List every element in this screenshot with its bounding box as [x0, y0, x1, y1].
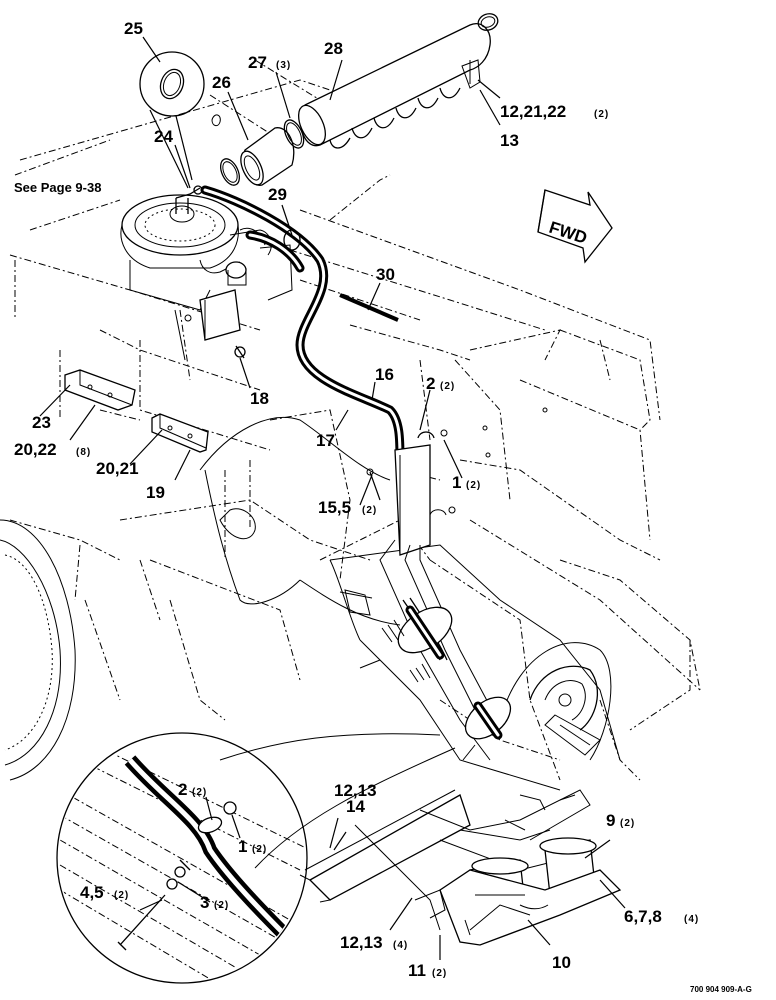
skid-plate-assembly: [299, 789, 622, 946]
callout-20-22-qty: (8): [76, 447, 91, 458]
callout-12-13-lower: 12,13: [340, 933, 383, 952]
callout-12-13-lower-qty: (4): [393, 940, 408, 951]
callout-27: 27: [248, 53, 267, 72]
detail-magnifier: [56, 732, 456, 984]
callout-2-detail-qty: (2): [192, 787, 207, 798]
callout-1-upper: 1: [452, 473, 461, 492]
callout-6-7-8: 6,7,8: [624, 907, 662, 926]
wheel-left: [0, 519, 76, 781]
callout-12-21-22-top: 12,21,22: [500, 102, 566, 121]
callout-12-21-22-top-qty: (2): [594, 109, 609, 120]
leader-lines: [39, 36, 626, 960]
callout-23: 23: [32, 413, 51, 432]
callout-11-qty: (2): [432, 968, 447, 979]
callout-30: 30: [376, 265, 395, 284]
callout-18: 18: [250, 389, 269, 408]
callout-labels: 25 26 27 (3) 28 12,21,22 (2) 13 24 29 30…: [14, 19, 752, 994]
callout-29: 29: [268, 185, 287, 204]
coupler-26: [211, 114, 305, 186]
callout-11: 11: [408, 961, 426, 980]
callout-26: 26: [212, 73, 231, 92]
callout-13-top: 13: [500, 131, 519, 150]
ring-25-detail: [139, 51, 205, 189]
wheel-right: [499, 642, 612, 761]
callout-2-upper-qty: (2): [440, 381, 455, 392]
hose-channel: [359, 444, 512, 761]
hose-clips: [366, 407, 548, 516]
auger-tube-28: [298, 13, 499, 149]
callout-1-detail: 1: [238, 837, 247, 856]
machine-body: [9, 59, 701, 781]
callout-20-21: 20,21: [96, 459, 139, 478]
callout-9: 9: [606, 811, 615, 830]
callout-2-detail: 2: [178, 780, 187, 799]
callout-12-13: 12,13: [334, 781, 377, 800]
forward-arrow: FWD: [537, 189, 613, 264]
callout-9-qty: (2): [620, 818, 635, 829]
callout-4-5-qty: (2): [114, 890, 129, 901]
bracket-19: [151, 413, 209, 453]
callout-19: 19: [146, 483, 165, 502]
callout-3-qty: (2): [214, 900, 229, 911]
pump-assembly: [120, 185, 293, 361]
callout-16: 16: [375, 365, 394, 384]
callout-20-22: 20,22: [14, 440, 57, 459]
callout-24: 24: [154, 127, 173, 146]
callout-15-5: 15,5: [318, 498, 351, 517]
callout-1-detail-qty: (2): [252, 844, 267, 855]
drawing-code: 700 904 909-A-G: [690, 985, 752, 994]
callout-2-upper: 2: [426, 374, 435, 393]
callout-17: 17: [316, 431, 335, 450]
callout-10: 10: [552, 953, 571, 972]
bracket-23: [64, 369, 136, 411]
callout-14: 14: [346, 797, 365, 816]
callout-27-qty: (3): [276, 60, 291, 71]
callout-15-5-qty: (2): [362, 505, 377, 516]
see-page-note: See Page 9-38: [14, 180, 101, 195]
callout-6-7-8-qty: (4): [684, 914, 699, 925]
hydraulic-hose: [200, 185, 405, 465]
callout-28: 28: [324, 39, 343, 58]
callout-1-upper-qty: (2): [466, 480, 481, 491]
callout-3: 3: [200, 893, 209, 912]
callout-4-5: 4,5: [80, 883, 104, 902]
callout-25: 25: [124, 19, 143, 38]
